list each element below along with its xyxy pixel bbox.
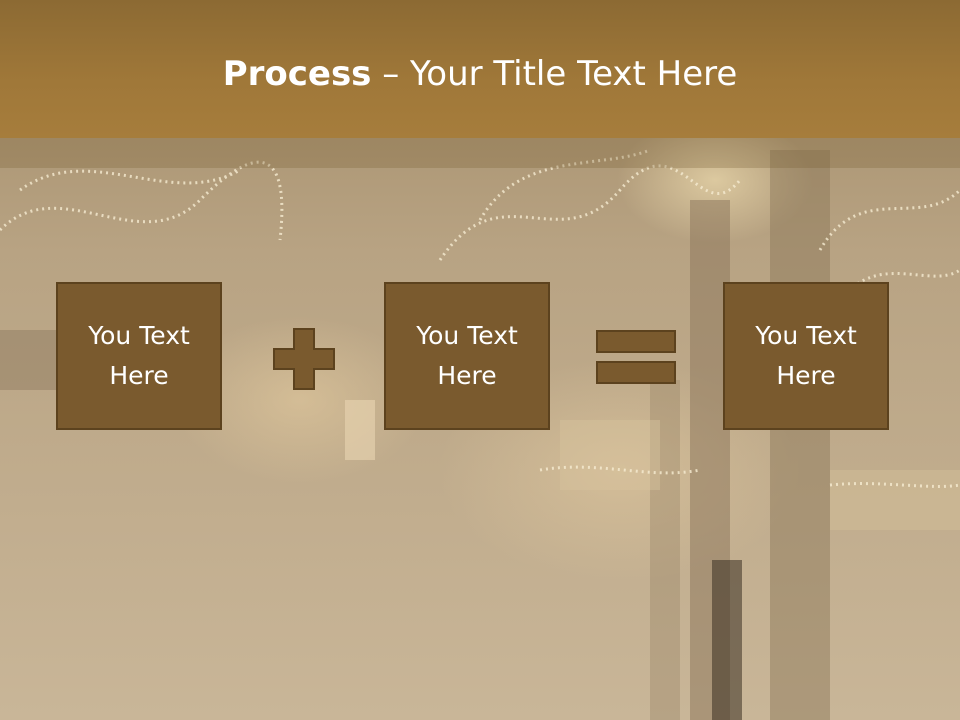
tree-trunk: [650, 380, 680, 720]
process-box-1[interactable]: You Text Here: [56, 282, 222, 430]
box-text-line1: You Text: [416, 321, 518, 350]
building: [560, 420, 660, 490]
tree-trunk: [770, 150, 830, 720]
box-text-line2: Here: [776, 361, 836, 390]
box-text-line1: You Text: [88, 321, 190, 350]
box-text-line2: Here: [109, 361, 169, 390]
building: [830, 470, 960, 530]
building-window: [345, 400, 375, 460]
box-text-line2: Here: [437, 361, 497, 390]
title-bar: Process – Your Title Text Here: [0, 0, 960, 138]
title-rest: – Your Title Text Here: [371, 54, 738, 94]
building: [0, 330, 60, 390]
process-box-3[interactable]: You Text Here: [723, 282, 889, 430]
plus-icon: [273, 328, 335, 390]
title-bold: Process: [222, 54, 372, 94]
box-text-line1: You Text: [755, 321, 857, 350]
slide-title: Process – Your Title Text Here: [0, 50, 960, 98]
process-box-2[interactable]: You Text Here: [384, 282, 550, 430]
equals-icon: [596, 330, 676, 384]
header-shadow-band: [0, 138, 960, 168]
lamp-post: [712, 560, 742, 720]
